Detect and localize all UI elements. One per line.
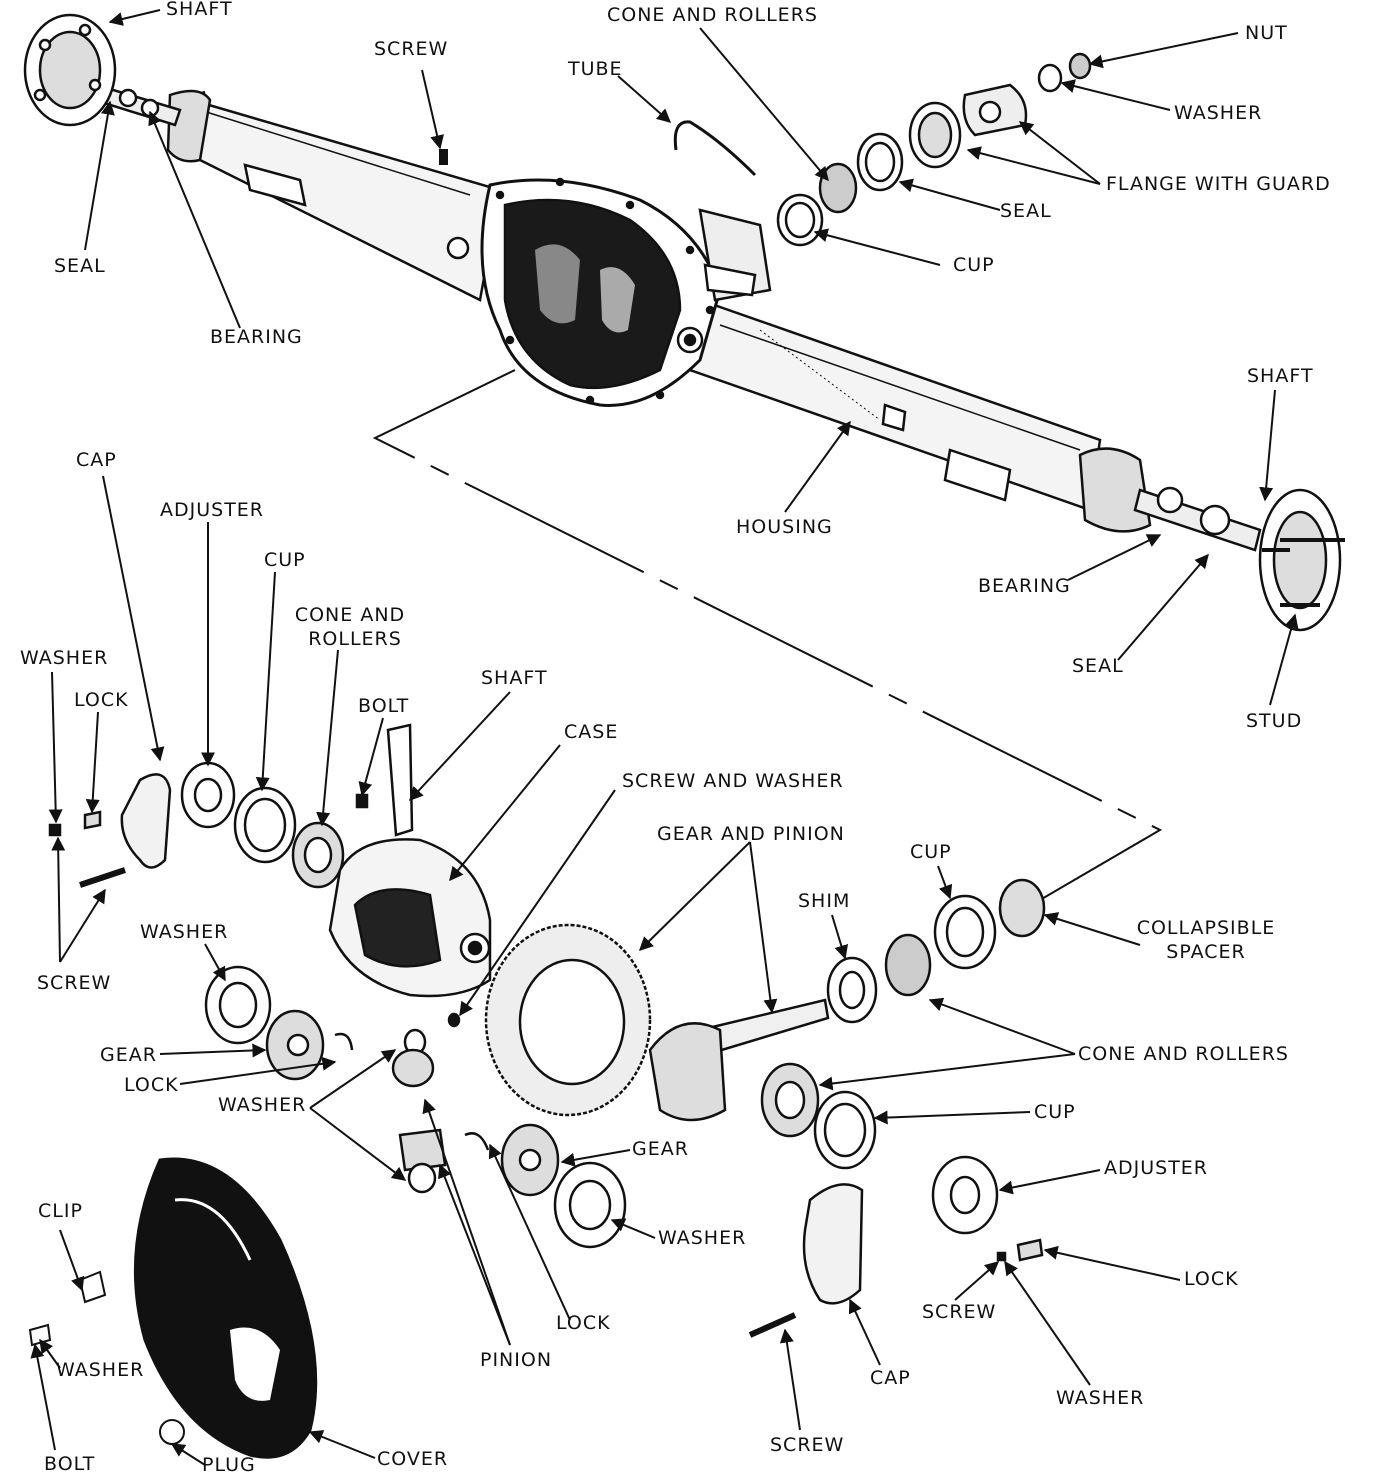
- label-cover: COVER: [377, 1448, 449, 1470]
- label-gear-pinion: GEAR AND PINION: [657, 823, 845, 845]
- leader-arrows: [30, 9, 1299, 1466]
- ring-gear: [484, 923, 652, 1117]
- right-axle-shaft: [1133, 486, 1345, 632]
- assembly-connector-lines: [372, 369, 1163, 901]
- label-nut: NUT: [1245, 22, 1288, 44]
- label-cap-lower: CAP: [870, 1367, 911, 1389]
- label-washer-lower-left: WASHER: [56, 1359, 145, 1381]
- vent-tube: [439, 120, 757, 177]
- label-washer-lower-right: WASHER: [1056, 1387, 1145, 1409]
- label-lock-right: LOCK: [1184, 1268, 1239, 1290]
- label-washer-left-mid: WASHER: [140, 921, 229, 943]
- label-washer-far-left: WASHER: [20, 647, 109, 669]
- label-adjuster-left: ADJUSTER: [160, 499, 265, 521]
- label-clip: CLIP: [38, 1200, 83, 1222]
- label-lock-lower-center: LOCK: [556, 1312, 611, 1334]
- label-adjuster-right: ADJUSTER: [1104, 1157, 1209, 1179]
- label-cone-rollers-left-2: ROLLERS: [308, 628, 402, 650]
- pinion-flange-parts: [776, 52, 1092, 247]
- label-cone-rollers-top: CONE AND ROLLERS: [607, 4, 818, 26]
- left-bearing-group: [48, 723, 414, 889]
- label-pinion: PINION: [480, 1349, 553, 1371]
- label-washer-center: WASHER: [218, 1094, 307, 1116]
- label-stud: STUD: [1246, 710, 1303, 732]
- label-shim: SHIM: [798, 890, 851, 912]
- label-cup-lower-right: CUP: [1034, 1101, 1076, 1123]
- label-screw-top: SCREW: [374, 38, 449, 60]
- axle-housing: [166, 89, 1152, 533]
- label-shaft-left: SHAFT: [166, 0, 233, 20]
- label-seal-right: SEAL: [1072, 655, 1124, 677]
- label-gear-center: GEAR: [632, 1138, 689, 1160]
- label-bearing-right: BEARING: [978, 575, 1071, 597]
- label-shaft-mid: SHAFT: [481, 667, 548, 689]
- label-screw-lower-right: SCREW: [922, 1301, 997, 1323]
- left-axle-shaft: [23, 13, 182, 127]
- label-bearing-left: BEARING: [210, 326, 303, 348]
- differential-cover: [28, 1157, 318, 1459]
- label-screw-left: SCREW: [37, 972, 112, 994]
- label-lock-left: LOCK: [74, 689, 129, 711]
- label-lock-left-mid: LOCK: [124, 1074, 179, 1096]
- label-plug: PLUG: [202, 1454, 256, 1474]
- label-collapsible-1: COLLAPSIBLE: [1136, 917, 1276, 939]
- label-case: CASE: [564, 721, 619, 743]
- label-cup-left: CUP: [264, 549, 306, 571]
- label-cup-top: CUP: [953, 254, 995, 276]
- label-seal-top-right: SEAL: [1000, 200, 1052, 222]
- drive-pinion: [648, 998, 830, 1122]
- label-cone-rollers-left-1: CONE AND: [294, 604, 406, 626]
- label-flange-guard: FLANGE WITH GUARD: [1106, 173, 1331, 195]
- label-bolt-mid: BOLT: [358, 695, 410, 717]
- label-tube: TUBE: [568, 58, 623, 80]
- label-screw-washer: SCREW AND WASHER: [622, 770, 844, 792]
- label-housing: HOUSING: [736, 516, 833, 538]
- label-shaft-right: SHAFT: [1247, 365, 1314, 387]
- label-collapsible-2: SPACER: [1166, 941, 1246, 963]
- label-gear-left: GEAR: [100, 1044, 157, 1066]
- label-washer-lower-center: WASHER: [658, 1227, 747, 1249]
- label-cup-right-mid: CUP: [910, 841, 952, 863]
- label-washer-top: WASHER: [1174, 102, 1263, 124]
- label-cone-rollers-right: CONE AND ROLLERS: [1078, 1043, 1289, 1065]
- label-cap-left: CAP: [76, 449, 117, 471]
- differential-case: [328, 838, 492, 998]
- differential-gears: [204, 965, 627, 1249]
- label-bolt-lower-left: BOLT: [44, 1453, 96, 1474]
- label-seal-left: SEAL: [54, 255, 106, 277]
- right-bearing-stack: [748, 878, 1046, 1338]
- label-screw-bottom: SCREW: [770, 1434, 845, 1456]
